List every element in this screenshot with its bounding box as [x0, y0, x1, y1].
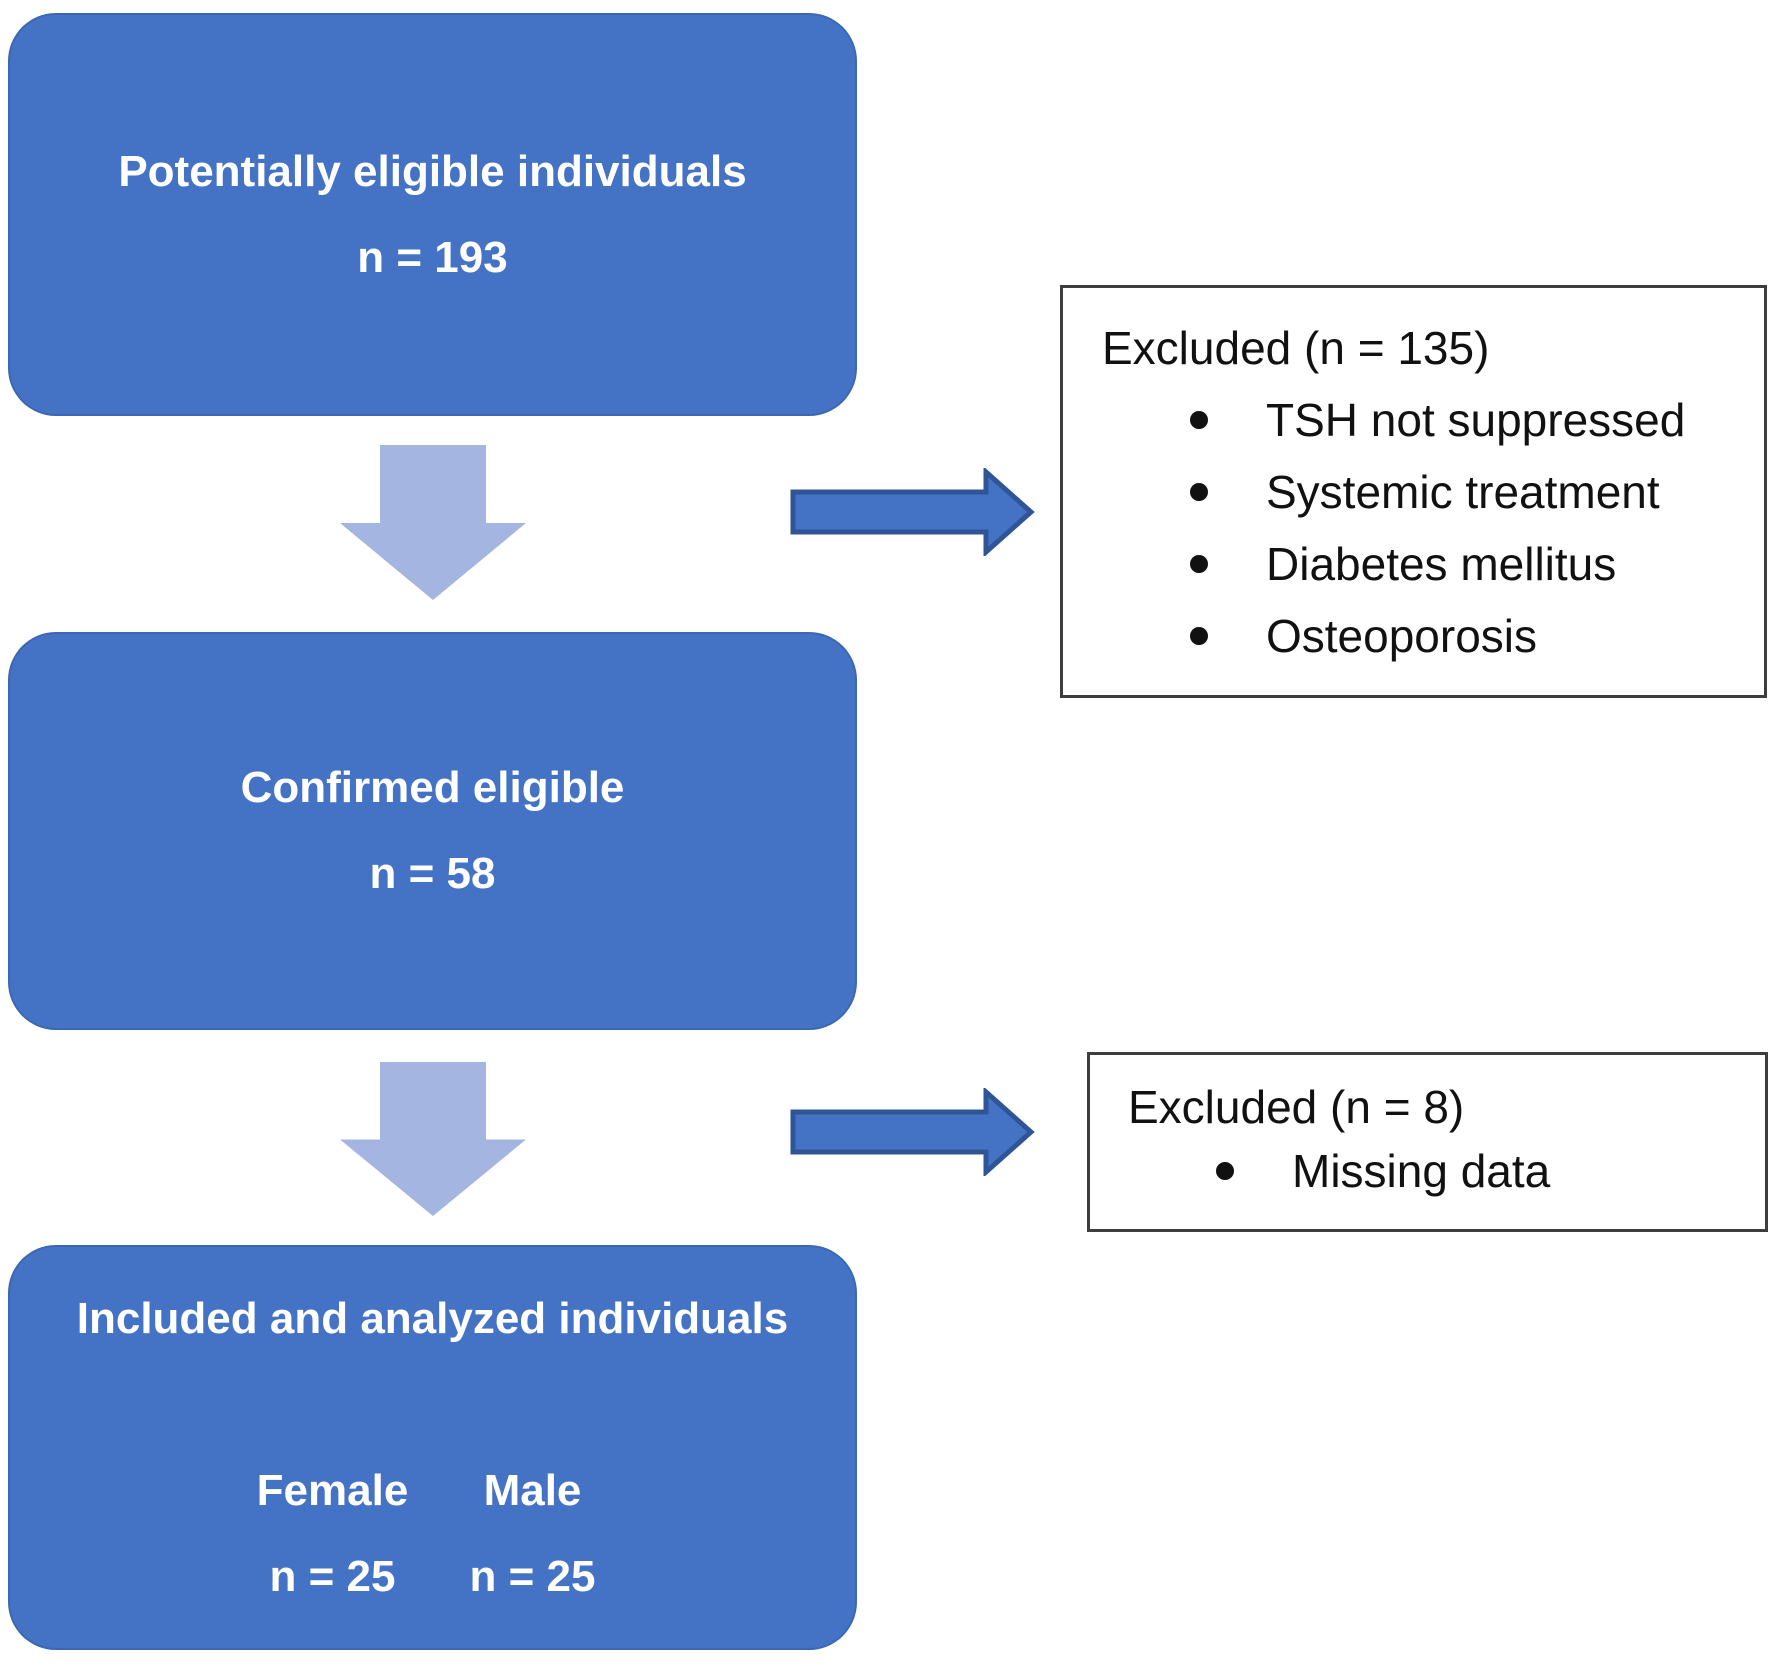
excluded-reason: Diabetes mellitus — [1266, 538, 1617, 590]
excluded-box-2: Excluded (n = 8) Missing data — [1087, 1052, 1768, 1232]
step-title: Potentially eligible individuals — [118, 146, 747, 196]
bullet-icon — [1190, 555, 1208, 573]
group-count-male: n = 25 — [469, 1551, 596, 1601]
step-box-confirmed-eligible: Confirmed eligible n = 58 — [8, 632, 857, 1030]
excluded-reason: Missing data — [1292, 1145, 1551, 1197]
excluded-reason: TSH not suppressed — [1266, 394, 1686, 446]
right-arrow-icon — [790, 468, 1036, 556]
group-count-female: n = 25 — [269, 1551, 396, 1601]
step-count: n = 58 — [369, 849, 496, 898]
group-label-male: Male — [483, 1465, 582, 1515]
excluded-reason: Systemic treatment — [1266, 466, 1660, 518]
excluded-reason: Osteoporosis — [1266, 610, 1538, 662]
group-labels-row: Female Male — [10, 1448, 855, 1534]
down-arrow-icon — [340, 445, 526, 600]
spacer-line — [10, 1362, 855, 1448]
bullet-icon — [1216, 1162, 1234, 1180]
down-arrow-icon — [340, 1062, 526, 1216]
bullet-icon — [1190, 483, 1208, 501]
step-count: n = 193 — [357, 232, 508, 282]
bullet-icon — [1190, 627, 1208, 645]
excluded-bullet: TSH not suppressed — [1102, 384, 1744, 456]
step-box-included-analyzed: Included and analyzed individuals Female… — [8, 1245, 857, 1650]
excluded-bullet: Osteoporosis — [1102, 600, 1744, 672]
step-title: Included and analyzed individuals — [76, 1293, 789, 1343]
step-title: Confirmed eligible — [240, 763, 625, 812]
bullet-icon — [1190, 411, 1208, 429]
step-box-potentially-eligible: Potentially eligible individuals n = 193 — [8, 13, 857, 416]
group-label-female: Female — [256, 1465, 409, 1515]
group-counts-row: n = 25 n = 25 — [10, 1534, 855, 1620]
right-arrow-icon — [790, 1088, 1036, 1176]
excluded-title: Excluded (n = 135) — [1102, 322, 1490, 374]
excluded-bullet: Systemic treatment — [1102, 456, 1744, 528]
excluded-title: Excluded (n = 8) — [1128, 1081, 1465, 1133]
excluded-bullet: Missing data — [1128, 1139, 1745, 1203]
excluded-box-1: Excluded (n = 135) TSH not suppressed Sy… — [1060, 285, 1767, 698]
excluded-bullet: Diabetes mellitus — [1102, 528, 1744, 600]
